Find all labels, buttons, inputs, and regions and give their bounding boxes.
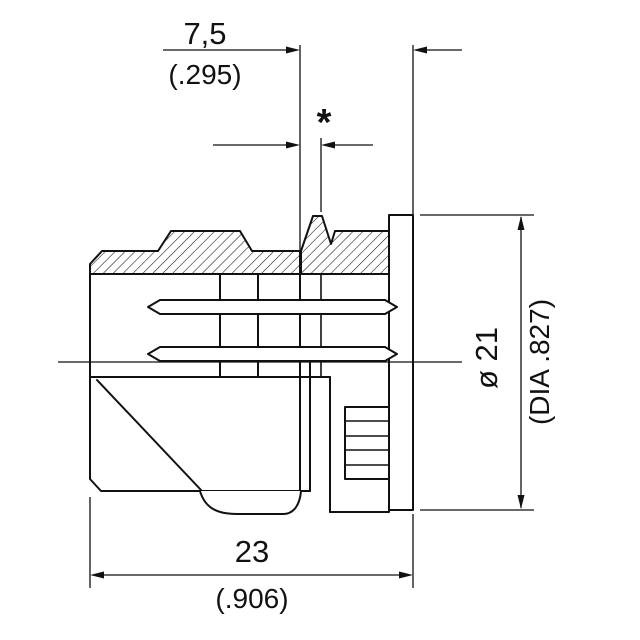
dim-overall-length-mm-label: 23 [235, 534, 269, 569]
dim-overall-length-inch-label: (.906) [215, 583, 288, 614]
arrowhead-right-icon [286, 141, 300, 149]
dim-top-gap-inch-label: (.295) [168, 59, 241, 90]
rear-hatched-block [300, 215, 390, 275]
pin-upper [147, 299, 398, 315]
dim-diameter-inch-label: (DIA .827) [524, 299, 555, 425]
dim-star-label: * [317, 102, 332, 144]
clamp-taper-edge [96, 379, 202, 491]
terminal-block-lines [344, 420, 390, 466]
arrowhead-left-icon [90, 571, 104, 579]
dimension-annotations [89, 45, 534, 588]
arrowhead-right-icon [399, 571, 413, 579]
dimension-flange-diameter [517, 216, 525, 509]
arrowhead-up-icon [517, 216, 525, 230]
rear-housing-bottom [329, 509, 390, 513]
pin-lower [147, 346, 398, 362]
dim-diameter-mm-label: ø 21 [469, 327, 504, 389]
front-shell-hatched-band [89, 230, 301, 275]
dimension-top-gap [163, 46, 462, 54]
dim-top-gap-mm-label: 7,5 [183, 16, 226, 51]
arrowhead-left-icon [413, 46, 427, 54]
dimension-star-gap [213, 141, 373, 149]
arrowhead-right-icon [286, 46, 300, 54]
terminal-block [344, 406, 390, 480]
arrowhead-left-icon [321, 141, 335, 149]
dimension-overall-length [90, 571, 413, 579]
connector-body [89, 214, 414, 515]
bottom-latch [199, 490, 302, 515]
arrowhead-down-icon [517, 495, 525, 509]
